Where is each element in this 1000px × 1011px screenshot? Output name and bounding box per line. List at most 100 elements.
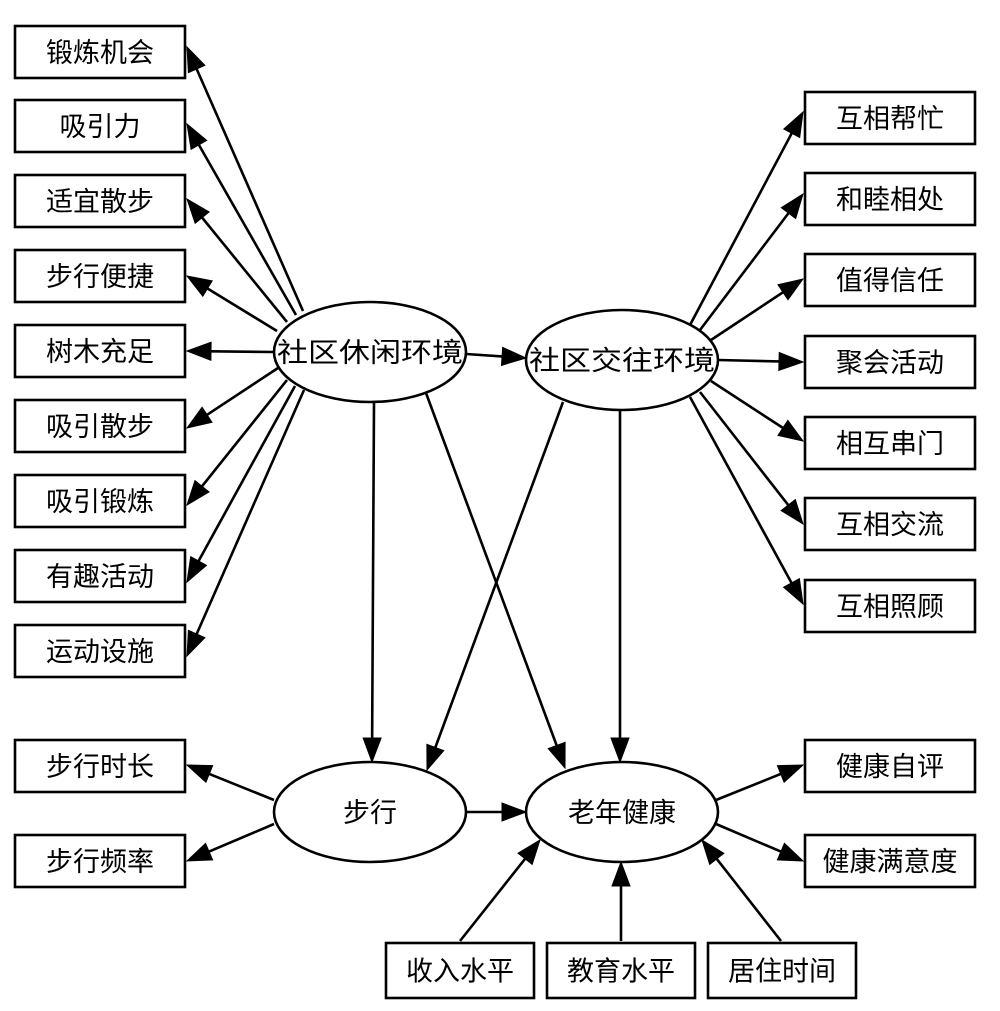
edge-line [698, 212, 790, 331]
arrowhead-icon [186, 197, 210, 225]
observed-node-l3: 适宜散步 [13, 173, 187, 229]
observed-node-c1: 收入水平 [384, 941, 536, 1000]
observed-node-h1: 健康自评 [803, 738, 977, 794]
arrowhead-icon [501, 802, 528, 822]
observed-box [13, 98, 187, 154]
latent-node-health: 老年健康 [524, 760, 720, 864]
observed-label: 步行频率 [46, 847, 154, 878]
arrowhead-icon [517, 838, 541, 866]
observed-node-l4: 步行便捷 [13, 248, 187, 304]
latent-label: 社区交往环境 [529, 346, 715, 377]
edge-line [370, 401, 376, 739]
edge-c1-to-health [458, 838, 541, 942]
edge-social-to-s2 [698, 192, 804, 331]
latent-label: 老年健康 [568, 798, 676, 829]
arrowhead-icon [776, 842, 805, 862]
edge-line [710, 379, 784, 429]
observed-node-l1: 锻炼机会 [13, 24, 187, 80]
edges-layer [185, 45, 805, 942]
observed-node-s6: 互相交流 [803, 496, 977, 552]
edge-leisure-to-l2 [186, 122, 298, 316]
arrowhead-icon [186, 45, 206, 74]
edge-leisure-to-health [424, 392, 566, 770]
observed-box [13, 833, 187, 889]
nodes-layer: 社区休闲环境社区交往环境步行老年健康锻炼机会吸引力适宜散步步行便捷树木充足吸引散… [13, 24, 977, 1000]
arrowhead-icon [780, 498, 804, 526]
edge-line [201, 216, 289, 323]
observed-box [803, 171, 977, 227]
edge-c3-to-health [701, 838, 783, 942]
edge-leisure-to-walking [362, 401, 382, 764]
arrowhead-icon [782, 110, 804, 139]
observed-label: 聚会活动 [836, 348, 944, 379]
arrowhead-icon [780, 192, 804, 220]
observed-box [13, 623, 187, 679]
edge-line [197, 144, 298, 316]
arrowhead-icon [611, 860, 631, 887]
edge-line [698, 391, 790, 506]
edge-line [715, 858, 783, 942]
edge-line [715, 772, 782, 802]
edge-line [710, 291, 784, 342]
latent-node-social: 社区交往环境 [524, 308, 720, 412]
edge-social-to-s6 [698, 391, 804, 526]
edge-line [206, 287, 278, 333]
edge-social-to-health [610, 410, 630, 764]
arrowhead-icon [185, 406, 213, 429]
observed-label: 和睦相处 [836, 185, 944, 216]
edge-line [715, 822, 782, 853]
latent-ellipse [524, 308, 720, 412]
arrowhead-icon [186, 122, 208, 151]
observed-node-h2: 健康满意度 [803, 833, 977, 889]
observed-node-l5: 树木充足 [13, 323, 187, 379]
observed-label: 吸引散步 [46, 412, 154, 443]
arrowhead-icon [185, 341, 212, 362]
observed-box [803, 334, 977, 390]
observed-node-s7: 互相照顾 [803, 578, 977, 634]
arrowhead-icon [782, 577, 804, 606]
observed-box [13, 398, 187, 454]
observed-label: 步行便捷 [46, 262, 154, 293]
latent-node-walking: 步行 [272, 760, 468, 864]
observed-node-s2: 和睦相处 [803, 171, 977, 227]
edge-social-to-s4 [717, 351, 805, 372]
edge-line [465, 352, 503, 358]
observed-label: 健康自评 [836, 752, 944, 783]
arrowhead-icon [547, 741, 566, 770]
edge-leisure-to-l7 [186, 379, 289, 507]
observed-label: 收入水平 [406, 957, 514, 988]
observed-box [803, 738, 977, 794]
edge-walking-to-health [466, 802, 528, 822]
observed-box [803, 90, 977, 146]
arrowhead-icon [701, 838, 725, 866]
observed-box [13, 248, 187, 304]
latent-ellipse [524, 760, 720, 864]
observed-box [13, 738, 187, 794]
observed-node-l6: 吸引散步 [13, 398, 187, 454]
observed-node-s1: 互相帮忙 [803, 90, 977, 146]
arrowhead-icon [185, 842, 214, 862]
observed-label: 锻炼机会 [46, 38, 154, 69]
observed-label: 有趣活动 [46, 562, 154, 593]
observed-label: 吸引锻炼 [46, 487, 154, 518]
observed-label: 居住时间 [728, 957, 836, 988]
arrowhead-icon [777, 419, 805, 442]
edge-walking-to-w2 [185, 822, 275, 862]
latent-ellipse [272, 760, 468, 864]
observed-box [803, 833, 977, 889]
arrowhead-icon [777, 278, 805, 301]
edge-line [688, 396, 793, 584]
edge-social-to-walking [426, 401, 565, 772]
edge-leisure-to-l5 [185, 341, 275, 362]
observed-box [803, 415, 977, 471]
observed-node-s4: 聚会活动 [803, 334, 977, 390]
observed-label: 互相交流 [836, 510, 944, 541]
edge-line [458, 858, 527, 942]
edge-social-to-s5 [710, 379, 805, 442]
observed-label: 树木充足 [46, 337, 154, 368]
edge-line [208, 822, 275, 853]
latent-node-leisure: 社区休闲环境 [272, 300, 468, 404]
observed-label: 教育水平 [567, 957, 675, 988]
edge-social-to-s1 [688, 110, 804, 326]
